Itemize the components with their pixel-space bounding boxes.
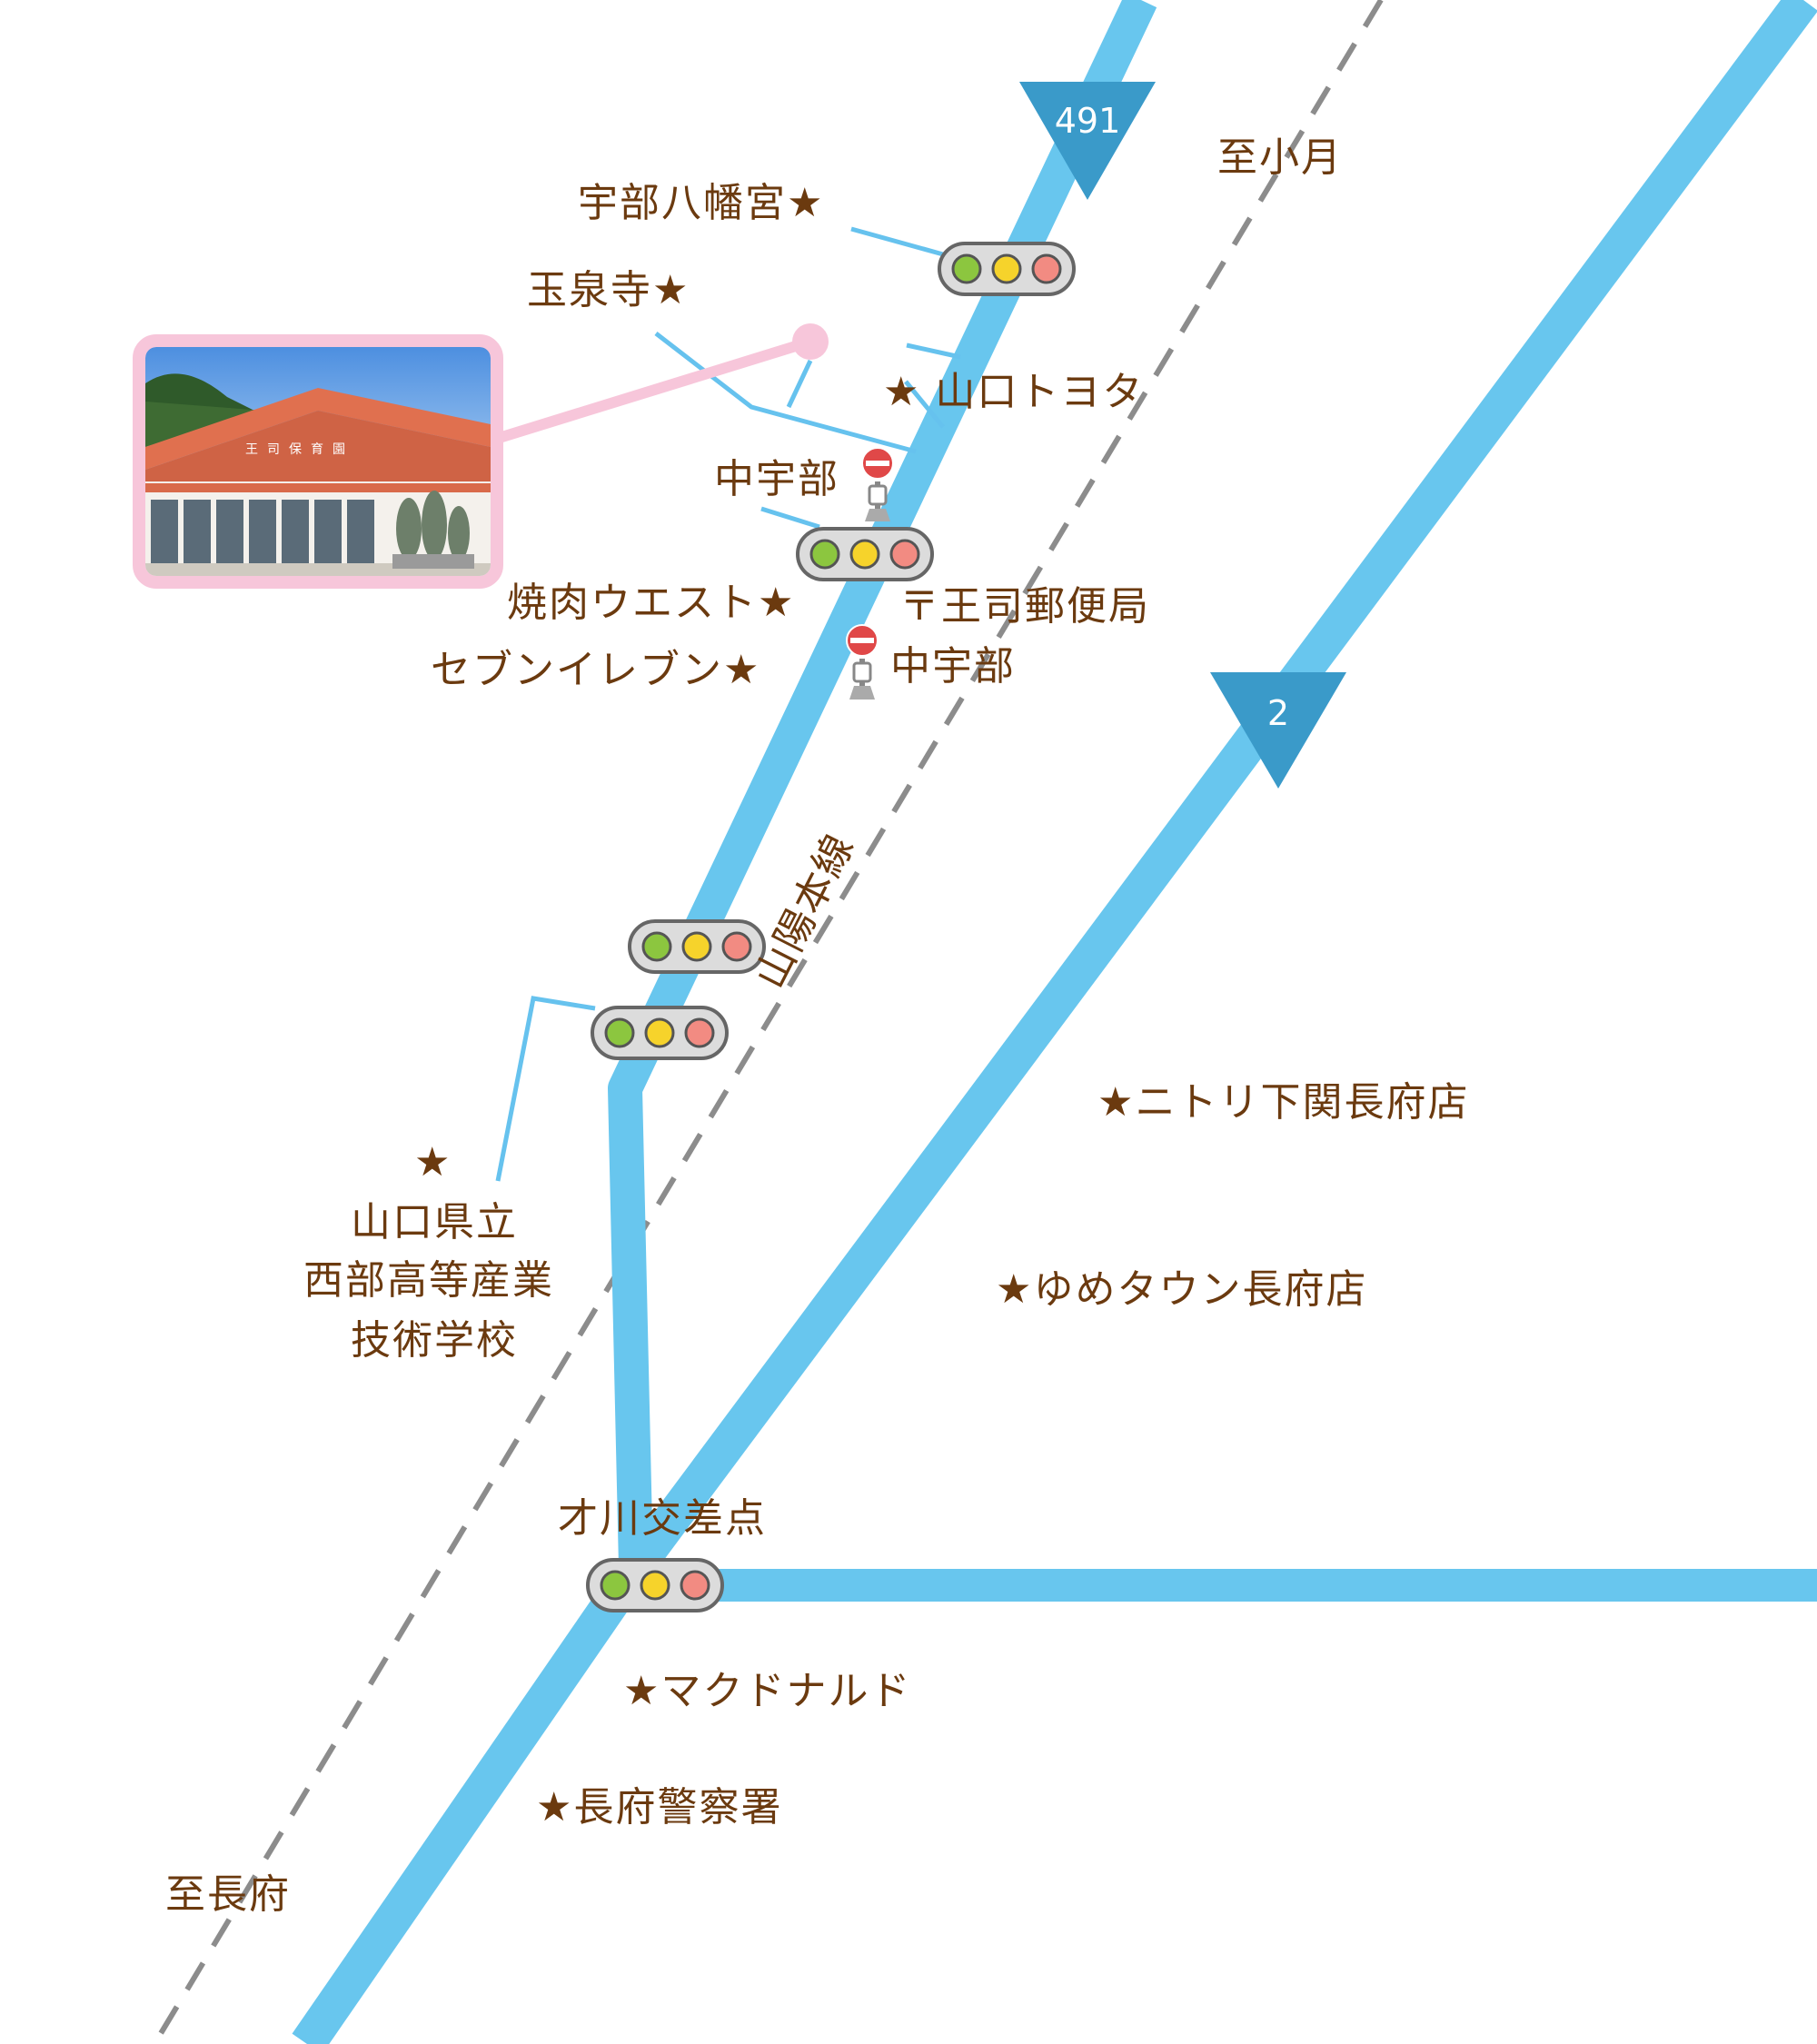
leader-lines bbox=[495, 226, 961, 1182]
railway-line bbox=[152, 0, 1384, 2044]
traffic-light-icon bbox=[591, 1006, 729, 1060]
label-yakiniku-west: 焼肉ウエスト★ bbox=[507, 580, 796, 626]
nursery-photo-frame: 王司保育園 bbox=[133, 334, 503, 589]
nursery-building-illustration bbox=[145, 373, 491, 576]
bus-stop-icon bbox=[846, 624, 879, 700]
nursery-sign: 王司保育園 bbox=[245, 442, 354, 457]
label-youme-town: ★ゆめタウン長府店 bbox=[996, 1266, 1368, 1313]
label-school-line-2: 西部高等産業 bbox=[303, 1257, 554, 1304]
photo-pointer-line bbox=[476, 336, 816, 449]
nursery-photo: 王司保育園 bbox=[145, 347, 491, 576]
label-school-line-1: 山口県立 bbox=[351, 1199, 518, 1245]
traffic-light-icon bbox=[628, 919, 766, 974]
bus-stop-icon bbox=[861, 447, 894, 521]
route-491-number: 491 bbox=[1055, 101, 1121, 141]
label-bus-stop-2: 中宇部 bbox=[890, 643, 1016, 690]
traffic-light-icon bbox=[938, 242, 1076, 296]
label-yamaguchi-toyota: ★ 山口トヨタ bbox=[883, 369, 1145, 415]
route-2-marker: 2 bbox=[1210, 672, 1346, 789]
label-school-star: ★ bbox=[414, 1139, 452, 1186]
photo-pointer-dot bbox=[792, 323, 829, 360]
destination-north: 至小月 bbox=[1217, 134, 1343, 181]
destination-south: 至長府 bbox=[165, 1871, 291, 1918]
label-ube-hachimangu: 宇部八幡宮★ bbox=[578, 180, 825, 226]
traffic-light-icon bbox=[796, 527, 934, 581]
road-south bbox=[292, 1556, 651, 2044]
route-491-marker: 491 bbox=[1019, 82, 1156, 200]
label-bus-stop-1: 中宇部 bbox=[714, 456, 839, 502]
label-seven-eleven: セブンイレブン★ bbox=[431, 647, 761, 693]
label-school-line-3: 技術学校 bbox=[351, 1317, 518, 1364]
road-route-2 bbox=[621, 0, 1817, 1578]
label-chofu-police: ★長府警察署 bbox=[536, 1784, 783, 1831]
label-nitori: ★ニトリ下関長府店 bbox=[1097, 1079, 1470, 1126]
label-saikawa-intersection: 才川交差点 bbox=[558, 1495, 767, 1542]
road-route-491 bbox=[608, 0, 1157, 1568]
traffic-light-icon bbox=[586, 1558, 724, 1612]
label-gyokusenji: 玉泉寺★ bbox=[527, 267, 690, 313]
label-post-office: 〒王司郵便局 bbox=[899, 583, 1150, 630]
route-2-number: 2 bbox=[1267, 693, 1289, 733]
label-mcdonalds: ★マクドナルド bbox=[623, 1668, 912, 1714]
